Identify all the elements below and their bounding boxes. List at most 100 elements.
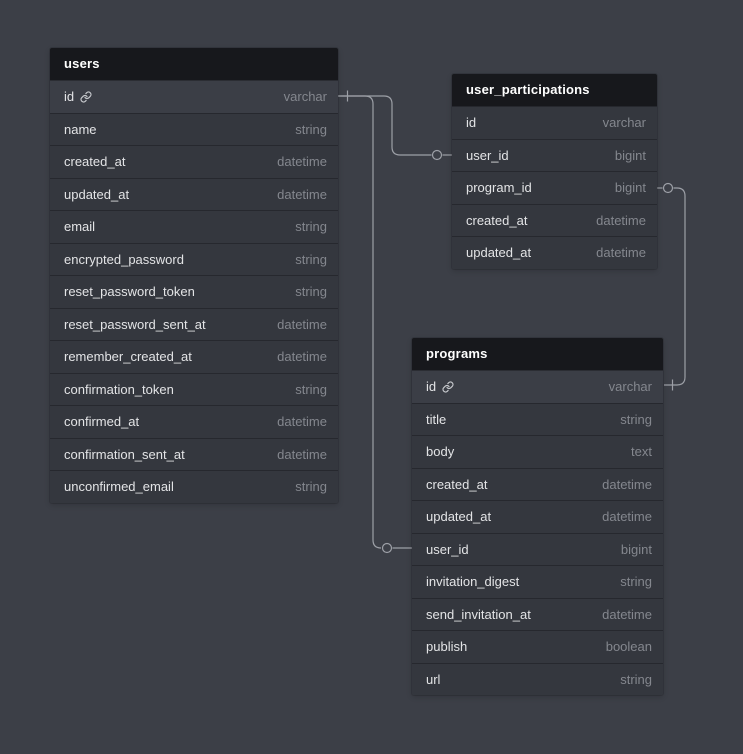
field-row-programs-id[interactable]: id varchar xyxy=(412,370,663,403)
field-row-users-remember_created_at[interactable]: remember_created_at datetime xyxy=(50,340,338,373)
field-name-label: url xyxy=(426,671,441,687)
field-name-label: id xyxy=(466,115,477,131)
field-type-label: bigint xyxy=(620,541,652,557)
field-row-users-reset_password_token[interactable]: reset_password_token string xyxy=(50,275,338,308)
field-name-label: name xyxy=(64,121,97,137)
relationship-line[interactable] xyxy=(338,95,432,156)
field-name-label: updated_at xyxy=(426,509,492,525)
relationship-circle-marker xyxy=(662,182,674,194)
field-row-users-email[interactable]: email string xyxy=(50,210,338,243)
field-type-label: varchar xyxy=(602,115,646,131)
field-name-label: reset_password_token xyxy=(64,284,195,300)
field-name-label: program_id xyxy=(466,180,532,196)
field-row-programs-created_at[interactable]: created_at datetime xyxy=(412,467,663,500)
field-name-label: confirmation_token xyxy=(64,381,174,397)
relationship-users.id-to-user_participations.user_id xyxy=(338,90,452,161)
field-type-label: varchar xyxy=(283,89,327,105)
field-type-label: datetime xyxy=(277,349,327,365)
field-type-label: datetime xyxy=(602,606,652,622)
field-row-user_participations-created_at[interactable]: created_at datetime xyxy=(452,203,657,236)
field-name-label: id xyxy=(426,379,437,395)
field-name-label: updated_at xyxy=(466,245,532,261)
field-type-label: string xyxy=(295,381,327,397)
field-row-programs-updated_at[interactable]: updated_at datetime xyxy=(412,500,663,533)
link-icon xyxy=(80,91,92,103)
field-name-label: unconfirmed_email xyxy=(64,479,174,495)
table-header-user_participations[interactable]: user_participations xyxy=(452,74,657,106)
field-name-label: created_at xyxy=(64,154,126,170)
field-type-label: string xyxy=(295,219,327,235)
field-name-label: body xyxy=(426,444,455,460)
field-row-users-name[interactable]: name string xyxy=(50,112,338,145)
field-type-label: string xyxy=(620,671,652,687)
field-name-label: confirmed_at xyxy=(64,414,140,430)
field-type-label: datetime xyxy=(277,446,327,462)
field-row-users-confirmation_token[interactable]: confirmation_token string xyxy=(50,372,338,405)
field-type-label: bigint xyxy=(614,147,646,163)
field-name-label: encrypted_password xyxy=(64,251,184,267)
field-type-label: datetime xyxy=(596,212,646,228)
field-name-label: updated_at xyxy=(64,186,130,202)
field-row-programs-send_invitation_at[interactable]: send_invitation_at datetime xyxy=(412,597,663,630)
field-row-users-reset_password_sent_at[interactable]: reset_password_sent_at datetime xyxy=(50,307,338,340)
field-type-label: string xyxy=(620,574,652,590)
field-row-users-created_at[interactable]: created_at datetime xyxy=(50,145,338,178)
table-programs: programs id varchar title string body text crea… xyxy=(412,338,663,695)
field-type-label: string xyxy=(295,479,327,495)
field-row-user_participations-id[interactable]: id varchar xyxy=(452,106,657,139)
field-type-label: datetime xyxy=(602,476,652,492)
field-type-label: datetime xyxy=(602,509,652,525)
field-row-users-unconfirmed_email[interactable]: unconfirmed_email string xyxy=(50,470,338,503)
field-row-users-id[interactable]: id varchar xyxy=(50,80,338,113)
field-type-label: datetime xyxy=(596,245,646,261)
field-type-label: varchar xyxy=(608,379,652,395)
field-type-label: datetime xyxy=(277,154,327,170)
field-name-label: created_at xyxy=(466,212,528,228)
field-row-programs-url[interactable]: url string xyxy=(412,662,663,695)
field-row-users-updated_at[interactable]: updated_at datetime xyxy=(50,177,338,210)
relationship-users.id-to-programs.user_id xyxy=(338,95,412,554)
relationship-circle-marker xyxy=(431,149,443,161)
field-name-label: id xyxy=(64,89,75,105)
field-type-label: datetime xyxy=(277,186,327,202)
field-name-label: reset_password_sent_at xyxy=(64,316,206,332)
relationship-line[interactable] xyxy=(338,95,382,549)
field-name-label: user_id xyxy=(426,541,469,557)
field-name-label: user_id xyxy=(466,147,509,163)
field-row-programs-body[interactable]: body text xyxy=(412,435,663,468)
field-row-user_participations-updated_at[interactable]: updated_at datetime xyxy=(452,236,657,269)
field-type-label: string xyxy=(620,411,652,427)
field-row-users-encrypted_password[interactable]: encrypted_password string xyxy=(50,242,338,275)
field-name-label: publish xyxy=(426,639,468,655)
field-type-label: text xyxy=(631,444,652,460)
field-row-programs-publish[interactable]: publish boolean xyxy=(412,630,663,663)
table-header-programs[interactable]: programs xyxy=(412,338,663,370)
field-row-programs-user_id[interactable]: user_id bigint xyxy=(412,532,663,565)
relationship-circle-marker xyxy=(381,542,393,554)
link-icon xyxy=(442,381,454,393)
relationship-line[interactable] xyxy=(664,187,686,386)
field-row-user_participations-user_id[interactable]: user_id bigint xyxy=(452,138,657,171)
field-row-users-confirmation_sent_at[interactable]: confirmation_sent_at datetime xyxy=(50,437,338,470)
field-name-label: title xyxy=(426,411,447,427)
field-type-label: string xyxy=(295,284,327,300)
field-type-label: string xyxy=(295,121,327,137)
field-type-label: string xyxy=(295,251,327,267)
field-type-label: boolean xyxy=(605,639,652,655)
field-row-programs-title[interactable]: title string xyxy=(412,402,663,435)
field-row-users-confirmed_at[interactable]: confirmed_at datetime xyxy=(50,405,338,438)
field-name-label: remember_created_at xyxy=(64,349,192,365)
field-name-label: invitation_digest xyxy=(426,574,520,590)
field-type-label: datetime xyxy=(277,316,327,332)
field-name-label: confirmation_sent_at xyxy=(64,446,185,462)
field-row-programs-invitation_digest[interactable]: invitation_digest string xyxy=(412,565,663,598)
table-header-users[interactable]: users xyxy=(50,48,338,80)
field-name-label: send_invitation_at xyxy=(426,606,531,622)
field-name-label: email xyxy=(64,219,96,235)
field-name-label: created_at xyxy=(426,476,488,492)
field-type-label: datetime xyxy=(277,414,327,430)
